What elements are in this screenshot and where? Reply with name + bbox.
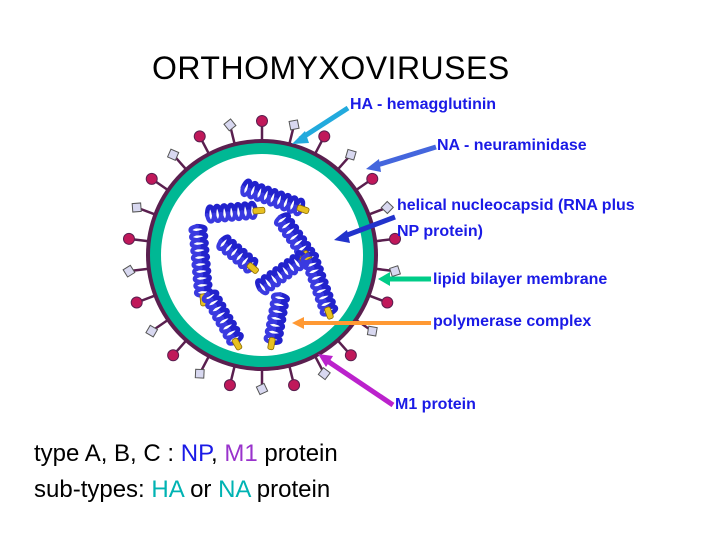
na-spike [194,368,205,379]
m1-arrowhead [318,354,333,367]
footer-types-suffix: protein [257,440,338,467]
footer-subtypes-prefix: sub-types: [34,476,152,503]
helix-coil [240,178,306,212]
footer-ha: HA [151,476,184,503]
helix-coil-back [263,292,283,345]
helix-coil-back [240,185,305,217]
helix-coil-back [205,208,258,224]
lipid-arrowhead [378,272,390,286]
na-spike [380,200,394,215]
ha-arrow [298,105,350,142]
na-spike [255,382,269,396]
label-m1-protein: M1 protein [395,396,476,413]
helix-coil [269,292,290,345]
nucleocapsid-segment [263,292,290,351]
na-spike [166,148,180,161]
ha-spike [256,115,268,127]
ha-arrowhead [292,131,309,144]
helix-coil-back [300,252,332,317]
nucleocapsid-segment [240,178,310,217]
helix-coil-back [216,239,255,274]
ha-spike [145,172,158,185]
helix-coil [277,212,316,260]
helix-coil-back [201,291,238,346]
nucleocapsid-segments [188,178,339,351]
nucleocapsid-segment [300,251,339,320]
nucleocapsid-segment [204,200,266,224]
na-arrowhead [366,159,381,172]
nucleocapsid-segment [216,234,259,274]
helix-coil-back [188,224,205,298]
na-spike [288,119,300,131]
na-spike [344,148,357,161]
na-spike [122,264,136,278]
footer-m1: M1 [224,440,258,467]
footer-line-subtypes: sub-types: HA or NA protein [34,478,330,502]
helix-coil-back [274,215,310,262]
footer-np: NP [180,440,211,467]
footer-na: NA [218,476,251,503]
label-hemagglutinin: HA - hemagglutinin [350,96,497,113]
ha-spike [167,349,180,362]
footer-line-types: type A, B, C : NP, M1 protein [34,442,338,466]
na-spike [317,367,331,381]
label-polymerase-complex: polymerase complex [433,313,592,330]
polymerase-complex [324,306,334,320]
ha-spike [122,232,135,245]
ha-spike [193,130,206,143]
polymerase-complex [267,337,276,351]
ha-spike [344,349,357,362]
footer-subtypes-suffix: protein [250,476,331,503]
ha-spike [389,232,402,245]
na-arrow [373,144,437,169]
polymerase-complex [246,262,259,274]
polymerase-complex [252,206,266,215]
helix-coil [255,250,309,292]
nucleocapsid-arrow [341,214,396,240]
footer-separator: , [210,440,225,467]
na-spike [131,202,142,213]
na-spike [366,325,378,337]
ha-spike [288,379,301,392]
ha-spike [366,172,379,185]
polymerase-complex [296,204,310,214]
nucleocapsid-segment [201,289,244,351]
label-arrows [292,105,437,408]
helix-coil [205,289,244,345]
ha-spike [130,296,143,309]
ha-spike [223,379,236,392]
ha-spike [318,130,331,143]
helix-coil-back [257,255,310,296]
label-lipid-bilayer: lipid bilayer membrane [433,271,608,288]
helix-coil [194,223,214,299]
na-spike [145,324,159,338]
ha-spike [381,296,394,309]
footer-types-prefix: type A, B, C : [34,440,181,467]
polymerase-arrowhead [292,317,304,329]
diagram-title: ORTHOMYXOVIRUSES [152,50,510,86]
label-neuraminidase: NA - neuraminidase [437,137,587,154]
label-nucleocapsid-line1: helical nucleocapsid (RNA plus [397,197,635,214]
surface-spikes [122,115,402,396]
helix-coil [218,234,259,271]
polymerase-complex [231,337,243,351]
m1-arrow [324,357,395,408]
nucleocapsid-arrowhead [334,230,350,243]
helix-coil [204,200,259,218]
label-nucleocapsid-line2: NP protein) [397,223,483,240]
footer-or: or [183,476,219,503]
helix-coil [305,251,339,317]
na-spike [223,118,237,132]
